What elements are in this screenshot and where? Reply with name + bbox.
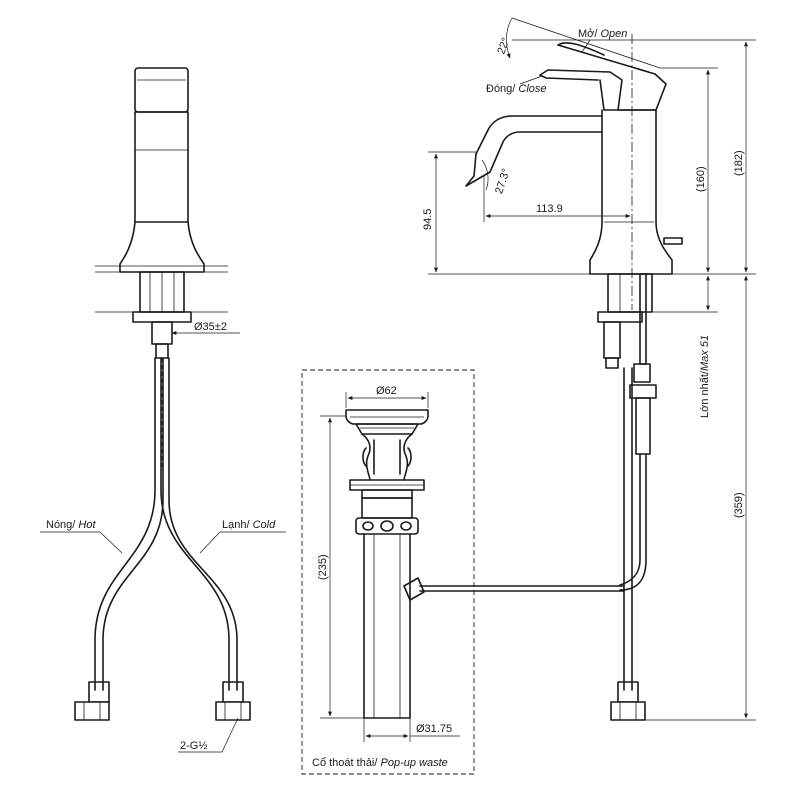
side-fitting-nut [610, 701, 646, 721]
thread-label: 2-G½ [180, 740, 208, 752]
spout-angle-label: 27.3° [493, 167, 512, 195]
height-160-label: (160) [695, 166, 707, 192]
waste-bottom-diameter-label: Ø31.75 [416, 723, 452, 735]
lever-angle-label: 22° [495, 36, 512, 56]
popup-waste-detail: Ø62 (235) Ø31.75 Cổ thoát thải/ Pop-up w… [301, 369, 475, 775]
spout-reach-label: 113.9 [536, 203, 563, 215]
waste-tailpiece [363, 533, 411, 719]
hole-diameter-label: Ø35±2 [194, 321, 227, 333]
waste-cap [345, 409, 429, 425]
spout [475, 115, 603, 155]
hot-fitting-nut [74, 701, 110, 721]
waste-height-label: (235) [317, 554, 329, 580]
popup-clip [635, 397, 651, 455]
hot-hose [94, 357, 156, 691]
waste-overflow-ring [355, 517, 419, 535]
close-label: Đóng/ Close [486, 83, 547, 95]
cold-label: Lạnh/ Cold [222, 519, 276, 531]
popup-rod [639, 273, 647, 365]
height-182-label: (182) [733, 150, 745, 176]
open-label: Mở/ Open [578, 28, 627, 40]
popup-knob [663, 237, 683, 245]
total-height-label: (359) [733, 492, 745, 518]
spout-height-label: 94.5 [422, 209, 434, 230]
max-height-label: Lớn nhất/Max 51 [699, 335, 711, 418]
side-view: 22° Mở/ Open Đóng/ Close 27.3° 113.9 94.… [419, 17, 756, 721]
front-handle-top [134, 67, 189, 113]
side-body [589, 109, 673, 275]
popup-waste-caption: Cổ thoát thải/ Pop-up waste [312, 757, 448, 769]
lever-closed [539, 69, 623, 111]
waste-top-diameter-label: Ø62 [376, 385, 397, 397]
lever-open [557, 44, 667, 111]
cold-hose [160, 357, 230, 691]
front-view: Ø35±2 Nóng/ Hot Lạnh/ Cold 2-G½ [40, 67, 286, 753]
waste-nut [349, 479, 425, 491]
hot-label: Nóng/ Hot [46, 519, 96, 531]
front-nut [132, 311, 192, 323]
front-body [134, 111, 189, 223]
front-base [119, 221, 205, 273]
cold-fitting-nut [215, 701, 251, 721]
